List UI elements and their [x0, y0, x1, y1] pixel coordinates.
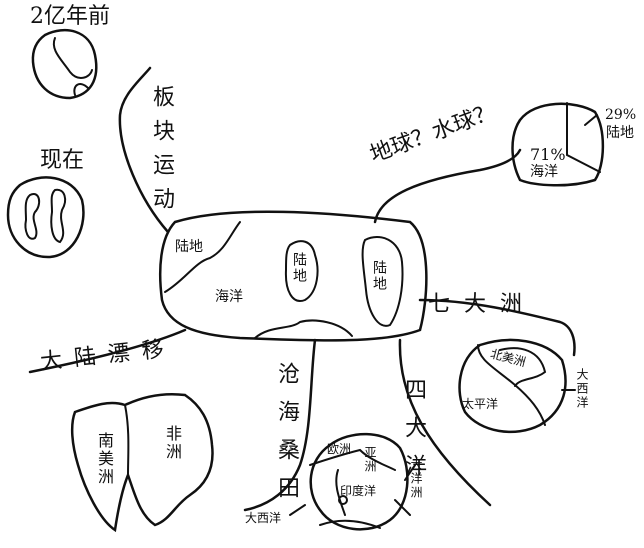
branch-continental-drift: [28, 328, 187, 374]
ocean-percent: 71%: [530, 145, 566, 164]
land-pie-label: 陆地: [606, 125, 634, 141]
branch-seven-continents: [418, 298, 576, 357]
oceania-label: 大洋洲: [409, 458, 423, 500]
eastern-hemisphere-globe: [309, 432, 409, 531]
land-percent: 29%: [605, 107, 637, 123]
americas-globe: [458, 338, 567, 434]
africa-label: 非洲: [163, 425, 182, 461]
atlantic-label-right: 大西洋: [575, 368, 589, 410]
branch-four-oceans: [398, 338, 492, 507]
ocean-pie-label: 海洋: [530, 164, 558, 180]
seven-continents-label: 七大洲: [428, 292, 537, 317]
past-globe-label: 2亿年前: [30, 4, 110, 29]
indian-ocean-label: 印度洋: [340, 484, 377, 498]
branch-plate-tectonics: [118, 66, 170, 234]
africa-south-america-drawing: [70, 393, 214, 533]
pie-land-slice: [566, 102, 601, 173]
europe-label: 欧洲: [327, 442, 352, 456]
branch-seas-change: [243, 338, 317, 512]
south-america-label: 南美洲: [95, 432, 114, 486]
center-land-label-1: 陆地: [175, 239, 203, 255]
asia-label: 亚洲: [363, 446, 377, 474]
present-globe: [6, 176, 85, 259]
branch-earth-or-water: [373, 148, 522, 224]
ocean-land-pie-frame: [511, 102, 605, 187]
center-land-label-3: 陆地: [371, 260, 387, 292]
center-ocean-label: 海洋: [215, 289, 243, 305]
center-land-label-2: 陆地: [291, 252, 307, 284]
seas-change-label: 沧海桑田: [274, 362, 299, 514]
atlantic-label-bottom: 大西洋: [245, 511, 282, 525]
plate-tectonics-label: 板块运动: [149, 85, 174, 221]
four-oceans-label: 四大洋: [401, 378, 426, 492]
pacific-label: 太平洋: [462, 397, 499, 411]
central-earth-blob: [158, 210, 428, 342]
present-globe-label: 现在: [40, 148, 85, 173]
past-globe: [31, 28, 98, 100]
